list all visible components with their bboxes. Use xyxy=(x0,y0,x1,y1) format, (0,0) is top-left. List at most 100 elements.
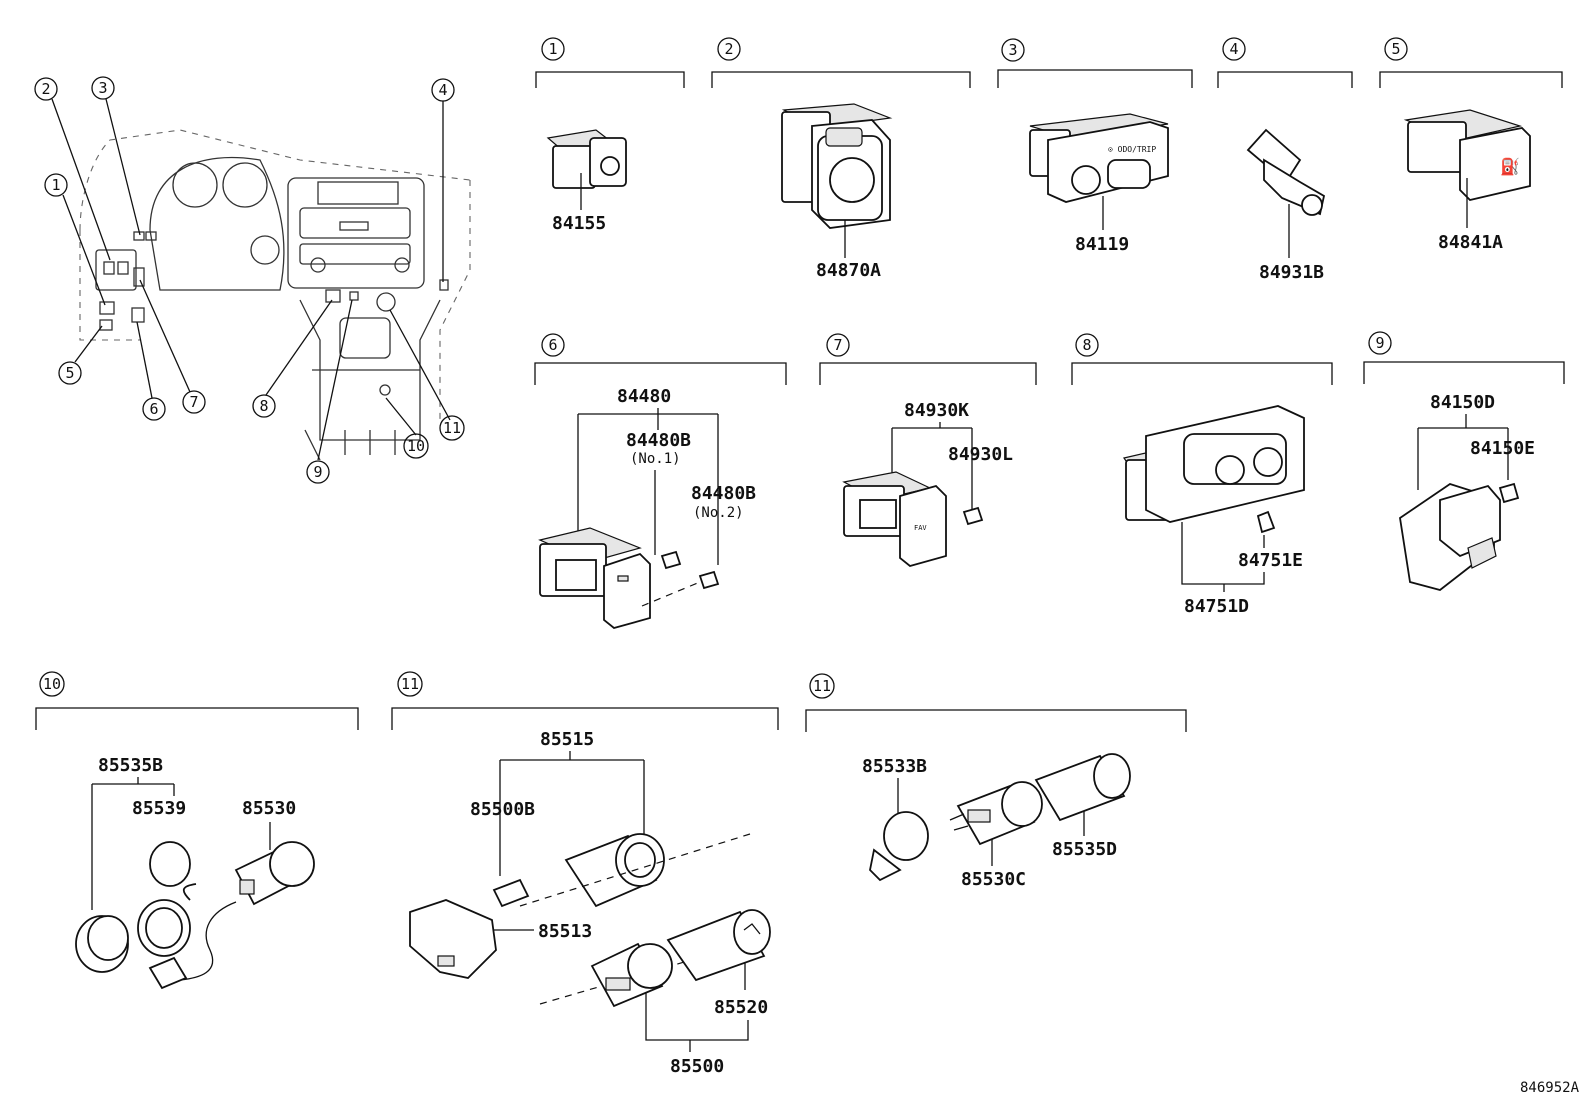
part-84751E: 84751E xyxy=(1238,550,1303,571)
overview-callout-2: 2 xyxy=(34,77,58,101)
section-9-number: 9 xyxy=(1375,334,1384,352)
section-11-b: 11 85533B 85530C 85535D xyxy=(805,673,1187,890)
section-3: 3 ⊙ ODO/TRIP 84119 xyxy=(997,38,1193,255)
socket-85500-drawing xyxy=(590,942,673,1008)
figure-code: 846952A xyxy=(1520,1080,1580,1096)
plug-85520-drawing xyxy=(666,909,771,982)
svg-text:FAV: FAV xyxy=(914,524,927,532)
bulb-84751E-drawing xyxy=(1256,510,1276,534)
section-11a-number: 11 xyxy=(401,675,419,693)
svg-text:3: 3 xyxy=(98,79,107,97)
section-7-number: 7 xyxy=(833,336,842,354)
overview-callout-6: 6 xyxy=(142,397,166,421)
part-85539: 85539 xyxy=(132,798,186,819)
part-85530C: 85530C xyxy=(961,869,1026,890)
section-2-number: 2 xyxy=(724,40,733,58)
switch-84119-drawing: ⊙ ODO/TRIP xyxy=(1029,113,1169,203)
svg-text:6: 6 xyxy=(149,400,158,418)
part-84930L: 84930L xyxy=(948,444,1013,465)
svg-text:8: 8 xyxy=(259,397,268,415)
dashboard-overview xyxy=(79,129,471,461)
section-4-number: 4 xyxy=(1229,40,1238,58)
switch-84841A-drawing: ⛽ xyxy=(1403,109,1531,201)
overview-callout-10: 10 xyxy=(403,433,429,459)
overview-callout-4: 4 xyxy=(431,78,455,102)
part-85520: 85520 xyxy=(714,997,768,1018)
part-85513: 85513 xyxy=(538,921,592,942)
part-84155: 84155 xyxy=(552,213,606,234)
part-84480B-no2-note: (No.2) xyxy=(693,505,744,521)
overview-callouts: 2 3 4 1 5 6 7 8 9 10 11 xyxy=(34,76,465,484)
section-1-number: 1 xyxy=(548,40,557,58)
part-85515: 85515 xyxy=(540,729,594,750)
section-7: 7 84930K 84930L FAV xyxy=(819,333,1037,567)
part-84480: 84480 xyxy=(617,386,671,407)
overview-callout-5: 5 xyxy=(58,361,82,385)
section-11b-number: 11 xyxy=(813,677,831,695)
part-85530: 85530 xyxy=(242,798,296,819)
part-84480B-no1-note: (No.1) xyxy=(630,451,681,467)
svg-text:2: 2 xyxy=(41,80,50,98)
part-84480B-no1: 84480B xyxy=(626,430,691,451)
bulb-85500B-drawing xyxy=(492,878,530,908)
overview-callout-9: 9 xyxy=(306,460,330,484)
part-84150D: 84150D xyxy=(1430,392,1495,413)
plug-85535D-drawing xyxy=(1034,753,1131,822)
svg-text:5: 5 xyxy=(65,364,74,382)
bulb-84150E-drawing xyxy=(1498,482,1520,504)
part-84119: 84119 xyxy=(1075,234,1129,255)
svg-text:7: 7 xyxy=(189,393,198,411)
socket-85530-drawing xyxy=(148,841,315,990)
overview-callout-1: 1 xyxy=(44,173,68,197)
section-5: 5 ⛽ 84841A xyxy=(1379,37,1563,253)
section-8-number: 8 xyxy=(1082,336,1091,354)
section-5-number: 5 xyxy=(1391,40,1400,58)
overview-callout-8: 8 xyxy=(252,394,276,418)
part-84841A: 84841A xyxy=(1438,232,1503,253)
holder-85513-drawing xyxy=(409,899,497,979)
section-10-number: 10 xyxy=(43,675,61,693)
overview-callout-7: 7 xyxy=(182,390,206,414)
switch-84870A-drawing xyxy=(781,103,893,229)
bulb-84930L-drawing xyxy=(962,506,984,526)
svg-text:1: 1 xyxy=(51,176,60,194)
svg-text:11: 11 xyxy=(443,419,461,437)
section-6: 6 84480 84480B (No.1) 84480B (No.2) xyxy=(534,333,787,629)
switch-84930K-drawing: FAV xyxy=(842,471,947,567)
section-3-number: 3 xyxy=(1008,41,1017,59)
section-8: 8 84751E 84751D xyxy=(1071,333,1333,617)
overview-callout-3: 3 xyxy=(91,76,115,100)
svg-text:9: 9 xyxy=(313,463,322,481)
overview-leaders xyxy=(51,98,451,461)
socket-85530C-drawing xyxy=(949,781,1043,846)
overview-callout-11: 11 xyxy=(439,415,465,441)
bulb-84480B-no2-drawing xyxy=(698,570,720,590)
part-84931B: 84931B xyxy=(1259,262,1324,283)
part-85500: 85500 xyxy=(670,1056,724,1077)
part-84870A: 84870A xyxy=(816,260,881,281)
switch-84150D-drawing xyxy=(1399,483,1501,591)
section-1: 1 84155 xyxy=(535,37,685,234)
part-85535B: 85535B xyxy=(98,755,163,776)
svg-text:10: 10 xyxy=(407,437,425,455)
bulb-84480B-no1-drawing xyxy=(660,550,682,570)
part-84930K: 84930K xyxy=(904,400,969,421)
section-11-a: 11 85515 85500B 85513 85520 85500 xyxy=(391,671,779,1077)
part-85533B: 85533B xyxy=(862,756,927,777)
part-84751D: 84751D xyxy=(1184,596,1249,617)
svg-text:⊙ ODO/TRIP: ⊙ ODO/TRIP xyxy=(1108,145,1156,154)
switch-84931B-drawing xyxy=(1246,128,1326,216)
switch-84480-drawing xyxy=(538,527,651,629)
svg-text:4: 4 xyxy=(438,81,447,99)
switch-84751D-drawing xyxy=(1123,405,1305,523)
part-84480B-no2: 84480B xyxy=(691,483,756,504)
part-84150E: 84150E xyxy=(1470,438,1535,459)
socket-85535B-drawing xyxy=(75,841,197,973)
switch-84155-drawing xyxy=(546,129,627,189)
section-2: 2 84870A xyxy=(711,37,971,281)
section-10: 10 85535B 85539 85530 xyxy=(35,671,359,990)
part-85535D: 85535D xyxy=(1052,839,1117,860)
section-6-number: 6 xyxy=(548,336,557,354)
section-9: 9 84150D 84150E xyxy=(1363,331,1565,591)
